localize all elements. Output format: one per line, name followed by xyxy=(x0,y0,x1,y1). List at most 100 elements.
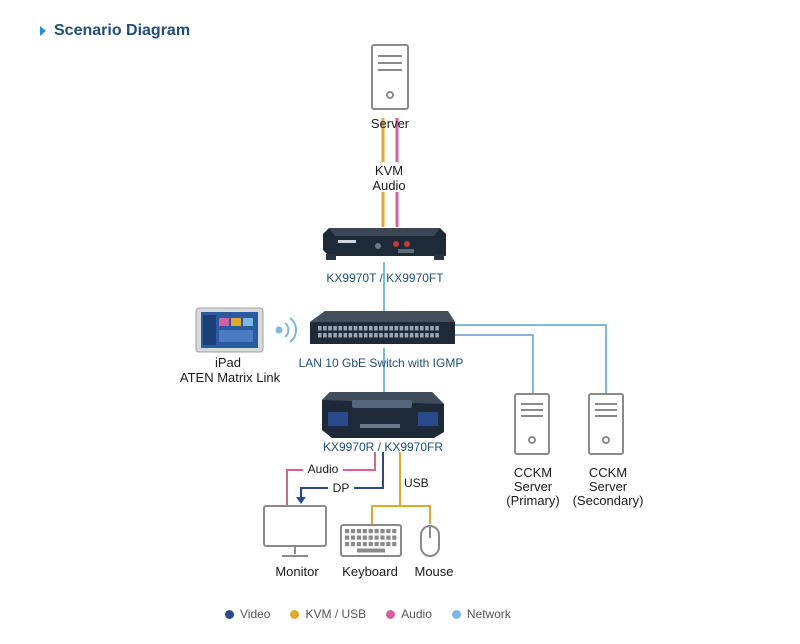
switch-port xyxy=(420,333,424,338)
cckm-primary-label-1: CCKM xyxy=(514,465,552,480)
kvm-audio-label-bg xyxy=(364,162,412,192)
legend-item-network: Network xyxy=(451,607,511,621)
switch-port xyxy=(409,326,414,331)
switch-port xyxy=(379,333,383,338)
switch-port xyxy=(358,326,363,331)
dp-label-bg xyxy=(328,480,354,496)
switch-port xyxy=(399,326,404,331)
dp-arrow-icon xyxy=(296,497,306,504)
switch-port xyxy=(369,333,373,338)
keyboard-spacebar xyxy=(357,548,385,553)
keyboard-key xyxy=(374,535,379,540)
network-line-switch-cckm-secondary xyxy=(445,324,607,393)
switch-port xyxy=(348,326,353,331)
switch-port xyxy=(333,326,337,331)
switch-port xyxy=(425,333,429,338)
dp-connection-label: DP xyxy=(333,481,350,495)
legend-item-audio: Audio xyxy=(386,607,432,621)
legend: Video KVM / USB Audio Network xyxy=(225,607,511,621)
receiver-device-icon xyxy=(322,392,444,438)
cckm-secondary-label-1: CCKM xyxy=(589,465,627,480)
ipad-icon xyxy=(195,307,264,353)
keyboard-key xyxy=(362,535,367,540)
switch-port xyxy=(404,333,409,338)
receiver-label: KX9970R / KX9970FR xyxy=(323,440,443,454)
switch-port xyxy=(394,326,399,331)
switch-port xyxy=(420,326,424,331)
ipad-label: iPad xyxy=(215,355,241,370)
monitor-icon xyxy=(263,505,327,557)
usb-line-split xyxy=(371,505,431,524)
keyboard-key xyxy=(386,535,391,540)
keyboard-key xyxy=(356,542,361,547)
keyboard-key xyxy=(368,542,373,547)
keyboard-key xyxy=(386,529,391,534)
switch-port xyxy=(328,333,332,338)
caret-right-icon xyxy=(40,26,46,36)
switch-port xyxy=(348,333,353,338)
monitor-label: Monitor xyxy=(275,564,319,579)
switch-port xyxy=(333,333,337,338)
keyboard-key xyxy=(345,542,350,547)
legend-dot-icon xyxy=(290,609,300,619)
keyboard-label: Keyboard xyxy=(342,564,398,579)
cckm-primary-label-2: Server xyxy=(514,479,553,494)
switch-port xyxy=(323,333,327,338)
legend-item-kvm-usb: KVM / USB xyxy=(290,607,366,621)
server-tower-icon xyxy=(371,44,409,110)
cckm-secondary-label-3: (Secondary) xyxy=(573,493,644,508)
keyboard-key xyxy=(368,529,373,534)
switch-port xyxy=(374,333,378,338)
switch-port xyxy=(430,326,434,331)
keyboard-key xyxy=(350,542,356,547)
switch-port xyxy=(435,333,439,338)
keyboard-key xyxy=(362,529,367,534)
keyboard-key xyxy=(368,535,373,540)
switch-port xyxy=(414,326,419,331)
server-label: Server xyxy=(371,116,410,131)
switch-port xyxy=(338,326,342,331)
network-line-switch-cckm-primary xyxy=(445,334,534,393)
keyboard-key xyxy=(350,529,356,534)
switch-port xyxy=(369,326,373,331)
legend-item-video: Video xyxy=(225,607,270,621)
switch-port xyxy=(353,333,358,338)
switch-port xyxy=(425,326,429,331)
switch-port xyxy=(353,326,358,331)
transmitter-device-icon xyxy=(323,228,446,260)
keyboard-icon xyxy=(340,524,402,557)
mouse-icon xyxy=(420,525,440,557)
switch-port xyxy=(323,326,327,331)
switch-port xyxy=(374,326,378,331)
cckm-secondary-server-icon xyxy=(588,393,624,455)
usb-connection-label: USB xyxy=(404,476,429,490)
wireless-signal-icon xyxy=(275,317,297,343)
keyboard-key xyxy=(356,535,361,540)
legend-label: Network xyxy=(466,607,511,621)
keyboard-key xyxy=(356,529,361,534)
switch-port xyxy=(358,333,363,338)
switch-port xyxy=(394,333,399,338)
cckm-secondary-label-2: Server xyxy=(589,479,628,494)
legend-dot-icon xyxy=(386,609,396,619)
switch-port xyxy=(389,333,393,338)
switch-port xyxy=(384,326,388,331)
keyboard-key xyxy=(350,535,356,540)
switch-port xyxy=(343,326,348,331)
switch-port xyxy=(384,333,388,338)
switch-port xyxy=(399,333,404,338)
audio-connection-label: Audio xyxy=(308,462,339,476)
audio-link-label: Audio xyxy=(372,178,405,193)
switch-port xyxy=(363,326,368,331)
keyboard-key xyxy=(374,542,379,547)
keyboard-key xyxy=(392,542,397,547)
switch-label: LAN 10 GbE Switch with IGMP xyxy=(299,356,464,370)
legend-dot-icon xyxy=(225,609,234,619)
keyboard-key xyxy=(345,529,350,534)
switch-port xyxy=(318,326,322,331)
switch-port xyxy=(318,333,322,338)
switch-port xyxy=(414,333,419,338)
keyboard-key xyxy=(380,535,385,540)
audio-label-bg xyxy=(303,461,343,477)
switch-port xyxy=(409,333,414,338)
